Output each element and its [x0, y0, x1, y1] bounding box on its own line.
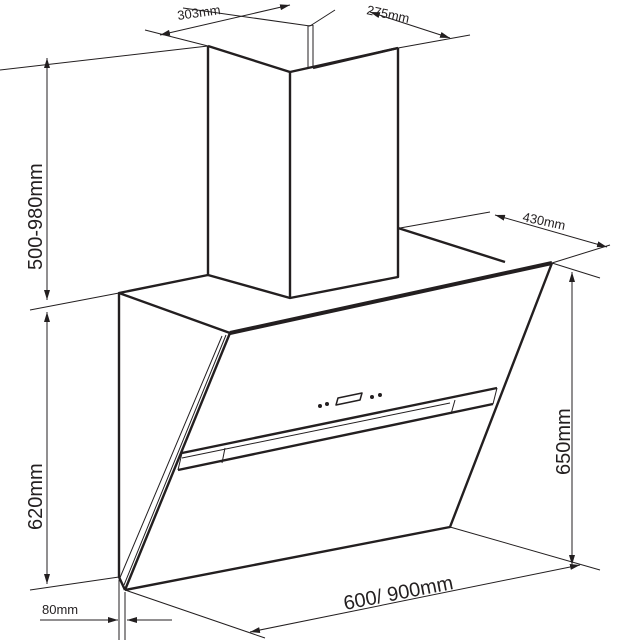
label-bottom-depth: 80mm: [42, 602, 78, 617]
hood-body: [117, 226, 554, 592]
control-panel: [318, 392, 382, 408]
label-width: 600/ 900mm: [342, 572, 455, 615]
label-body-height: 620mm: [25, 463, 47, 530]
label-chimney-width: 303mm: [176, 2, 221, 23]
dimension-lines: [0, 4, 611, 640]
label-glass-height: 650mm: [553, 408, 575, 475]
chimney: [206, 24, 400, 300]
label-chimney-height: 500-980mm: [25, 163, 47, 270]
label-chimney-depth: 275mm: [365, 2, 411, 26]
glass-band: [177, 386, 498, 472]
